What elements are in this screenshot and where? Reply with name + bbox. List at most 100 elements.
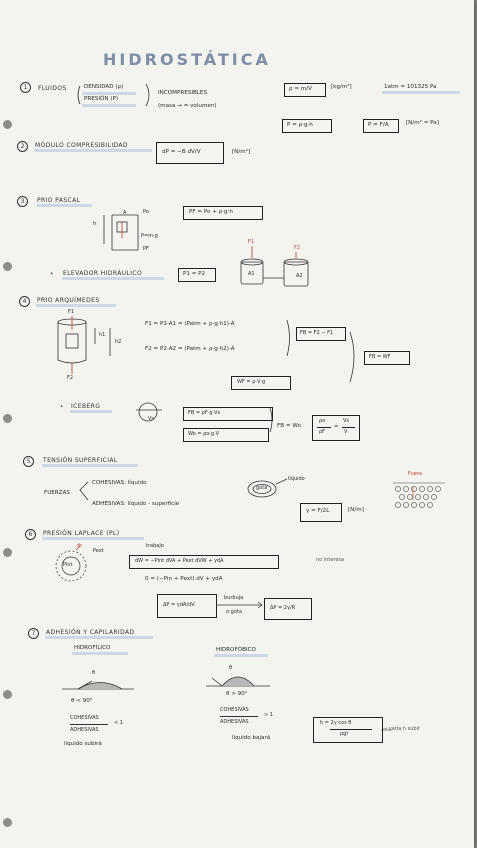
highlight bbox=[82, 104, 136, 107]
punch-hole bbox=[3, 262, 12, 271]
atm-value: 1atm = 101325 Pa bbox=[384, 84, 437, 90]
highlight bbox=[42, 464, 138, 467]
formula-lift: P1 = P2 bbox=[183, 271, 206, 277]
figure-label: A bbox=[123, 210, 127, 216]
formula-box: P = F/A bbox=[363, 119, 399, 133]
equation: F2 = P2·A2 = (Patm + ρ·g·h2)·A bbox=[145, 346, 235, 352]
formula-box: ρ = m/V bbox=[284, 83, 326, 97]
ratio: > 1 bbox=[264, 712, 273, 718]
punch-hole bbox=[3, 414, 12, 423]
formula-box: ΔP = γdA/dV bbox=[157, 594, 217, 618]
section-number: 5 bbox=[23, 456, 34, 467]
highlight bbox=[70, 410, 112, 413]
iceberg-sketch bbox=[136, 402, 162, 422]
formula-capillary-denominator: ρgr bbox=[340, 731, 349, 737]
section-number: 4 bbox=[19, 296, 30, 307]
formula-pascal: PF = Po + ρ·g·h bbox=[189, 209, 233, 215]
fraction-denominator: V bbox=[344, 429, 348, 435]
section-number: 6 bbox=[25, 529, 36, 540]
formula-box: PF = Po + ρ·g·h bbox=[183, 206, 263, 220]
formula-box: FB = ρF·g·Vs bbox=[183, 407, 273, 421]
subsection-label: ELEVADOR HIDRÁULICO bbox=[63, 270, 143, 277]
formula-pressure-force: P = F/A bbox=[368, 122, 389, 128]
adhesive-label: ADHESIVAS bbox=[220, 719, 249, 725]
unit: [kg/m³] bbox=[331, 84, 352, 90]
fraction-denominator: ρF bbox=[319, 429, 326, 435]
formula-box: P1 = P2 bbox=[178, 268, 216, 282]
section-number: 2 bbox=[17, 141, 28, 152]
figure-label: Pext bbox=[93, 548, 104, 554]
formula-box: Wo = ρo·g·V bbox=[183, 428, 269, 442]
section-label: PRIO ARQUÍMEDES bbox=[37, 297, 100, 304]
brace bbox=[286, 319, 290, 357]
formula-equilibrium: FB = WF bbox=[369, 354, 391, 360]
unit: [N/m] bbox=[348, 507, 364, 513]
figure-label: PF bbox=[143, 246, 149, 252]
unit: [N/m²] bbox=[232, 149, 251, 155]
formula-box: P = ρ·g·h bbox=[282, 119, 332, 133]
note: trabajo bbox=[146, 543, 164, 549]
section-label: PRESIÓN LAPLACE (PL) bbox=[43, 530, 120, 537]
highlight bbox=[45, 636, 153, 639]
figure-label: Fuera bbox=[408, 471, 422, 477]
punch-hole bbox=[3, 120, 12, 129]
note: → varía h subir bbox=[383, 726, 421, 732]
section-label: TENSIÓN SUPERFICIAL bbox=[43, 457, 118, 464]
formula-box: FB = WF bbox=[364, 351, 410, 365]
angle-label: θ bbox=[229, 665, 233, 671]
cohesive-forces: COHESIVAS: líquido bbox=[92, 480, 147, 486]
formula-box: dP = −B dV/V bbox=[156, 142, 224, 164]
section-label: FLUIDOS bbox=[38, 85, 67, 92]
highlight bbox=[42, 537, 144, 540]
figure-label: h1 bbox=[99, 332, 106, 338]
note: no interesa bbox=[316, 557, 345, 563]
formula-laplace: ΔP = γdA/dV bbox=[163, 602, 195, 608]
unit: [N/m² = Pa] bbox=[406, 120, 439, 126]
adhesive-forces: ADHESIVAS: líquido - superficie bbox=[92, 501, 180, 507]
list-item: DENSIDAD (ρ) bbox=[84, 84, 124, 90]
highlight bbox=[34, 149, 152, 152]
figure-label: líquido bbox=[288, 476, 305, 482]
cohesive-label: COHESIVAS bbox=[220, 707, 249, 713]
list-item: PRESIÓN (P) bbox=[84, 96, 119, 102]
angle-condition: θ > 90° bbox=[226, 691, 248, 697]
highlight bbox=[214, 654, 268, 657]
archimedes-sketch bbox=[57, 316, 111, 374]
label: FUERZAS bbox=[44, 490, 70, 496]
formula-box: γ = F/2L bbox=[300, 503, 342, 522]
brace bbox=[77, 85, 81, 105]
section-number: 3 bbox=[17, 196, 28, 207]
formula-box: ρo ρF = Vs V bbox=[312, 415, 360, 441]
formula-density: ρ = m/V bbox=[289, 86, 312, 92]
formula-work: dW = −Pint dVA + Pext dVW + γdA bbox=[135, 558, 224, 564]
note: (masa → = volumen) bbox=[158, 103, 217, 109]
figure-label: A2 bbox=[296, 273, 303, 279]
figure-label: P=m·g bbox=[141, 233, 158, 239]
section-label: PRIO PASCAL bbox=[37, 197, 81, 204]
formula-compressibility: dP = −B dV/V bbox=[162, 149, 201, 155]
formula-buoyancy: FB = F2 − F1 bbox=[300, 330, 334, 336]
page-title: HIDROSTÁTICA bbox=[103, 50, 271, 69]
pascal-container-sketch bbox=[103, 214, 139, 251]
formula-box: FB = F2 − F1 bbox=[296, 327, 346, 341]
formula-capillary-numerator: h = 2γ cos θ bbox=[320, 720, 352, 726]
note: INCOMPRESIBLES bbox=[158, 90, 208, 96]
angle-label: θ bbox=[92, 670, 96, 676]
equation: F1 = P1·A1 = (Patm + ρ·g·h1)·A bbox=[145, 321, 235, 327]
figure-label: F1 bbox=[248, 239, 255, 245]
section-label: ADHESIÓN Y CAPILARIDAD bbox=[46, 629, 135, 636]
highlight bbox=[382, 91, 460, 94]
formula-box: dW = −Pint dVA + Pext dVW + γdA bbox=[129, 555, 279, 569]
highlight bbox=[82, 92, 136, 95]
hydrophobic-label: HIDROFÓBICO bbox=[216, 647, 256, 653]
formula-surface-tension: γ = F/2L bbox=[306, 508, 330, 514]
figure-label: F1 bbox=[68, 309, 75, 315]
punch-hole bbox=[3, 690, 12, 699]
highlight bbox=[62, 277, 164, 280]
hydrophilic-sketch bbox=[62, 680, 134, 690]
figure-label: F2 bbox=[67, 375, 74, 381]
formula-box: WF = ρ·V·g bbox=[231, 376, 291, 390]
figure-label: Vs bbox=[148, 416, 155, 422]
